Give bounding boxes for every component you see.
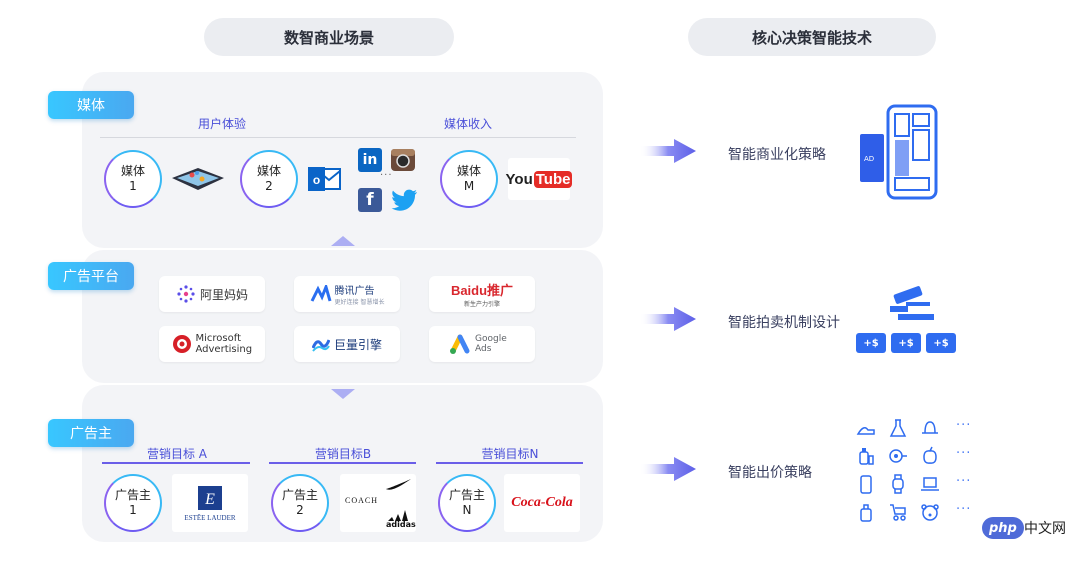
card-alimama: 阿里妈妈 — [159, 276, 265, 312]
microsoft-advertising-icon — [172, 335, 191, 353]
baby-bottle-icon — [860, 504, 872, 522]
tape-icon — [889, 449, 907, 463]
alimama-icon — [177, 285, 195, 303]
social-more-dots: ··· — [380, 170, 393, 181]
ad-label: AD — [864, 155, 875, 163]
more-dots-row2: ··· — [956, 446, 972, 461]
instagram-icon — [391, 149, 415, 171]
twitter-icon — [391, 189, 417, 211]
stroller-icon — [890, 504, 906, 521]
more-dots-row1: ··· — [956, 418, 972, 433]
goal-a: 营销目标 A — [146, 447, 208, 461]
adidas-stripes-icon — [388, 510, 408, 521]
header-decision-tech: 核心决策智能技术 — [688, 18, 936, 56]
gavel-icon — [890, 286, 934, 320]
outlook-icon: o — [308, 167, 341, 191]
card-tencent-ads: 腾讯广告 更好连接 智慧增长 — [294, 276, 400, 312]
strategy-bidding: 智能出价策略 — [728, 465, 812, 481]
strategy-commercialization: 智能商业化策略 — [728, 147, 826, 163]
goal-b: 营销目标B — [314, 447, 372, 461]
phone-ad-illustration-icon — [860, 104, 938, 200]
linkedin-icon: in — [358, 148, 382, 172]
media-tag: 媒体 — [48, 91, 134, 119]
high-heel-icon — [856, 427, 875, 435]
php-watermark-text: 中文网 — [1024, 521, 1066, 537]
sub-media-revenue: 媒体收入 — [443, 117, 492, 131]
svg-text:E: E — [204, 491, 215, 508]
watch-icon — [892, 474, 904, 494]
laptop-icon — [921, 477, 939, 491]
estee-lauder-logo: E ESTĒE LAUDER — [172, 474, 248, 532]
advertiser-tag: 广告主 — [48, 419, 134, 447]
more-dots-row4: ··· — [956, 502, 972, 517]
goal-b-underline — [269, 462, 416, 464]
phone-map-icon — [172, 168, 224, 190]
arrow-platform-icon — [640, 307, 696, 331]
tencent-ads-icon — [310, 285, 331, 302]
smartphone-icon — [860, 475, 872, 494]
ocean-engine-icon — [311, 339, 330, 352]
goal-n: 营销目标N — [481, 447, 539, 461]
php-watermark-badge: php — [982, 517, 1024, 539]
bottle-icon — [859, 448, 874, 465]
card-google-ads: Google Ads — [429, 326, 535, 362]
card-ocean-engine: 巨量引擎 — [294, 326, 400, 362]
estee-lauder-emblem-icon: E — [198, 485, 222, 510]
google-ads-icon — [450, 334, 470, 354]
header-business-scenes: 数智商业场景 — [204, 18, 454, 56]
goal-n-underline — [436, 462, 583, 464]
card-microsoft-advertising: Microsoft Advertising — [159, 326, 265, 362]
sub-user-experience: 用户体验 — [197, 117, 246, 131]
apple-icon — [923, 446, 937, 464]
coach-nike-adidas-logos: COACH adidas — [340, 474, 416, 532]
bid-chip-2: +$ — [891, 333, 921, 353]
up-triangle-icon — [331, 236, 355, 246]
platform-tag: 广告平台 — [48, 262, 134, 290]
media-divider — [100, 137, 576, 138]
flask-icon — [889, 419, 907, 437]
goal-a-underline — [102, 462, 250, 464]
facebook-icon: f — [358, 188, 382, 212]
nike-swoosh-icon — [386, 479, 411, 490]
card-baidu: Baidu推广 新生产力引擎 — [429, 276, 535, 312]
bid-chip-1: +$ — [856, 333, 886, 353]
svg-text:o: o — [313, 173, 320, 187]
arrow-advertiser-icon — [640, 457, 696, 481]
strategy-auction-design: 智能拍卖机制设计 — [728, 315, 840, 331]
bid-chip-3: +$ — [926, 333, 956, 353]
arrow-media-icon — [640, 139, 696, 163]
bear-face-icon — [921, 504, 939, 521]
platform-panel — [82, 250, 603, 383]
down-triangle-icon — [331, 389, 355, 399]
coca-cola-logo: Coca-Cola — [504, 474, 580, 532]
hat-icon — [922, 421, 938, 434]
more-dots-row3: ··· — [956, 474, 972, 489]
